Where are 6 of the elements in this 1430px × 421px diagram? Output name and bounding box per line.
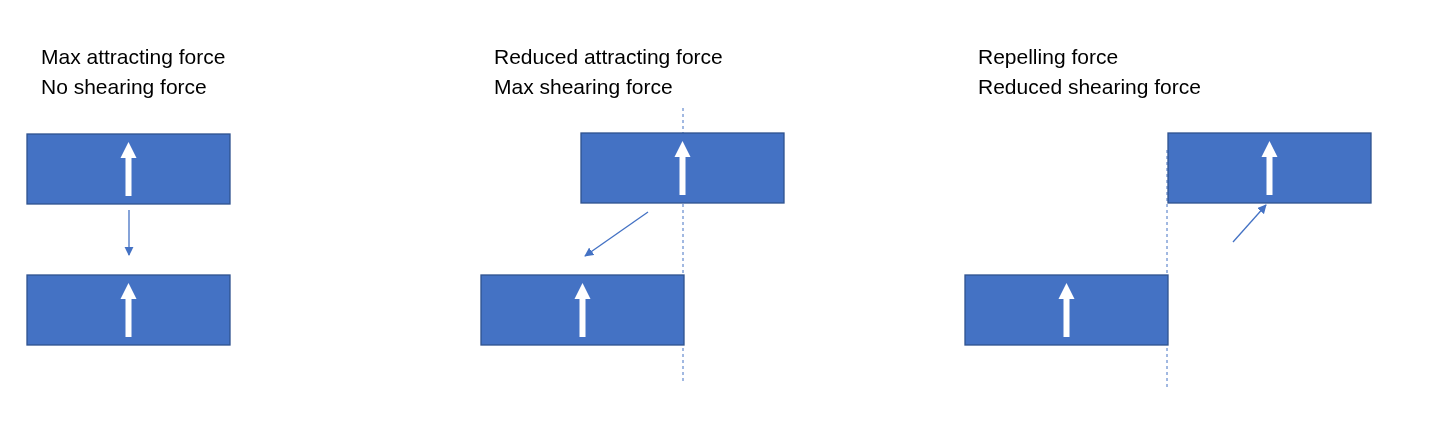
caption-text: Max attracting force	[41, 44, 226, 70]
caption-text: Reduced shearing force	[978, 74, 1201, 100]
caption-text: Reduced attracting force	[494, 44, 723, 70]
caption-text: Max shearing force	[494, 74, 673, 100]
caption-text: No shearing force	[41, 74, 207, 100]
caption-text: Repelling force	[978, 44, 1119, 70]
